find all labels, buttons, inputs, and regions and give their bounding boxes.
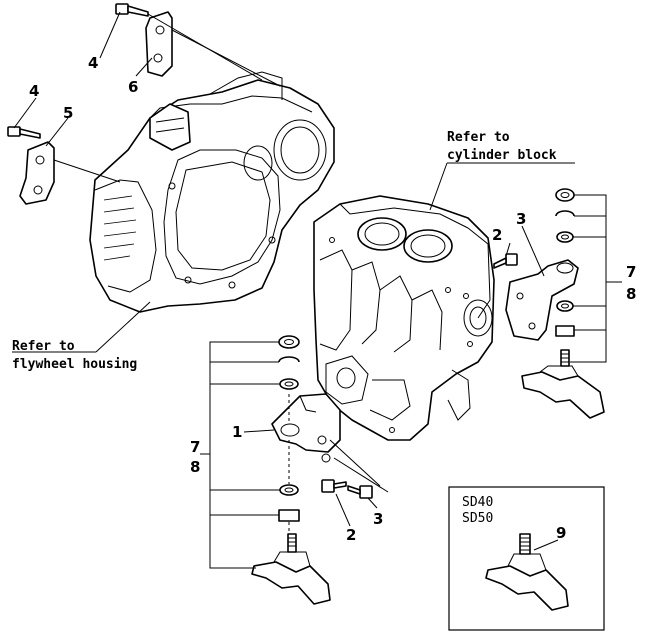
ref-cylinder-block-line1: Refer to [447, 130, 510, 145]
callout-3-left: 3 [373, 510, 383, 528]
bolt-2-right [493, 253, 518, 269]
callout-2-left: 2 [346, 526, 356, 544]
inset-box [448, 486, 605, 631]
bolt-2-left [321, 479, 347, 493]
callout-5: 5 [63, 104, 73, 122]
flywheel-housing [89, 71, 335, 313]
callout-6: 6 [128, 78, 138, 96]
callout-7-left: 7 [190, 438, 200, 456]
ref-cylinder-block-line2: cylinder block [447, 148, 557, 163]
callout-2-right: 2 [492, 226, 502, 244]
cylinder-block [313, 195, 495, 441]
ref-flywheel-housing-line2: flywheel housing [12, 357, 137, 372]
callout-4-top: 4 [88, 54, 98, 72]
bolt-4-left [7, 126, 41, 139]
leader-lines [12, 11, 622, 569]
callout-7-right: 7 [626, 263, 636, 281]
washers-left [278, 335, 300, 522]
callout-8-right: 8 [626, 285, 636, 303]
inset-model-sd40: SD40 [462, 495, 493, 510]
washers-right [555, 188, 575, 337]
callout-9: 9 [556, 524, 566, 542]
callout-3-right: 3 [516, 210, 526, 228]
ref-flywheel-housing-line1: Refer to [12, 339, 75, 354]
rubber-mount-right [521, 349, 605, 419]
callout-1: 1 [232, 423, 242, 441]
bracket-3-right [505, 259, 579, 341]
inset-model-sd50: SD50 [462, 511, 493, 526]
callout-8-left: 8 [190, 458, 200, 476]
bracket-1-left [271, 393, 341, 463]
bolt-3-left [347, 485, 373, 499]
bracket-5 [19, 141, 55, 205]
bracket-6 [145, 11, 173, 77]
rubber-mount-left [251, 533, 331, 605]
callout-4-left: 4 [29, 82, 39, 100]
bolt-4-top [115, 3, 149, 17]
